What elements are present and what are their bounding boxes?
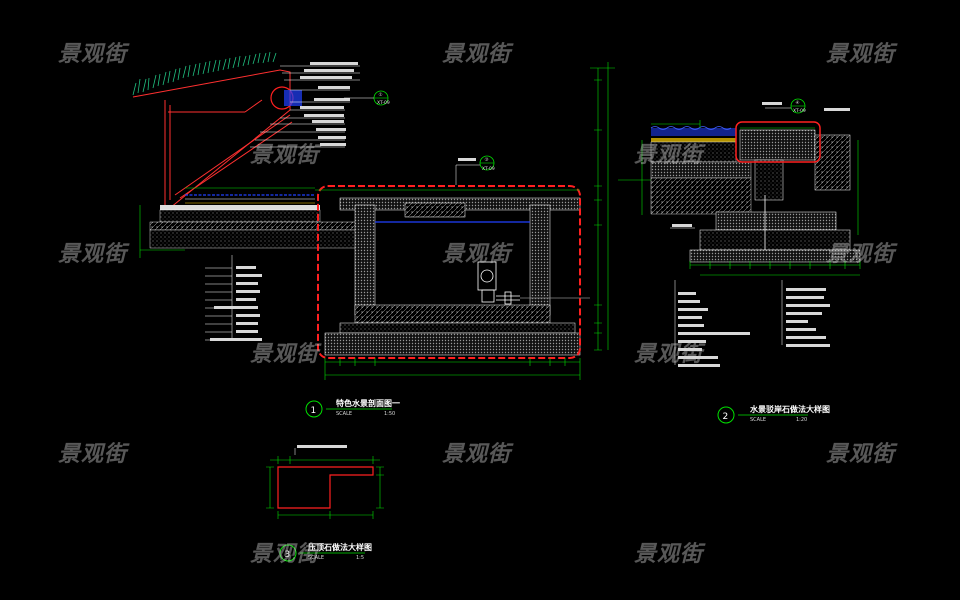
section-detail-1: ① XT-09 ③ XT-09 1 特色水景剖面图一 SCALE 1:50	[132, 51, 660, 418]
section-1-dimensions	[139, 62, 660, 380]
section-detail-2: ④ XT-09	[641, 98, 861, 424]
detail-1-number: 1	[311, 406, 317, 416]
sloped-embankment	[132, 69, 293, 209]
callout-3: ③ XT-09	[455, 155, 495, 185]
pool-section-outline	[317, 185, 581, 359]
detail-2-number: 2	[723, 412, 729, 422]
detail-1-title-block: 1 特色水景剖面图一 SCALE 1:50	[305, 398, 400, 418]
detail-3-scale-value: 1:5	[356, 555, 364, 561]
grass-planting	[132, 51, 277, 96]
detail-2-title-block: 2 水景驳岸石做法大样图 SCALE 1:20	[717, 404, 830, 424]
callout-3-number: ③	[485, 157, 489, 163]
section-1-leaders	[250, 65, 360, 148]
detail-3-title: 压顶石做法大样图	[308, 542, 372, 552]
detail-2-scale-value: 1:20	[796, 417, 807, 423]
detail-1-title: 特色水景剖面图一	[336, 398, 400, 408]
callout-1-sheet: XT-09	[377, 100, 390, 106]
section-1-bottom-leaders	[205, 255, 233, 341]
callout-4-number: ④	[796, 100, 800, 106]
detail-2-title: 水景驳岸石做法大样图	[749, 404, 830, 414]
callout-4-sheet: XT-09	[793, 108, 806, 114]
detail-1-scale-value: 1:50	[384, 411, 395, 417]
callout-1: ① XT-09	[344, 90, 390, 106]
detail-1-scale-label: SCALE	[336, 411, 352, 417]
detail-2-highlight	[735, 121, 821, 163]
paving-layers	[149, 194, 361, 249]
section-2-dimensions	[641, 120, 861, 276]
detail-3-number: 3	[285, 550, 291, 560]
callout-3-sheet: XT-09	[482, 166, 495, 172]
pool-structure	[317, 185, 590, 359]
callout-1-number: ①	[379, 92, 383, 98]
detail-2-scale-label: SCALE	[750, 417, 766, 423]
detail-3-title-block: 3 压顶石做法大样图 SCALE 1:5	[279, 542, 372, 562]
pump-unit	[477, 261, 590, 305]
section-detail-3: 3 压顶石做法大样图 SCALE 1:5	[266, 445, 384, 562]
detail-3-scale-label: SCALE	[308, 555, 324, 561]
callout-4: ④ XT-09	[762, 98, 806, 114]
